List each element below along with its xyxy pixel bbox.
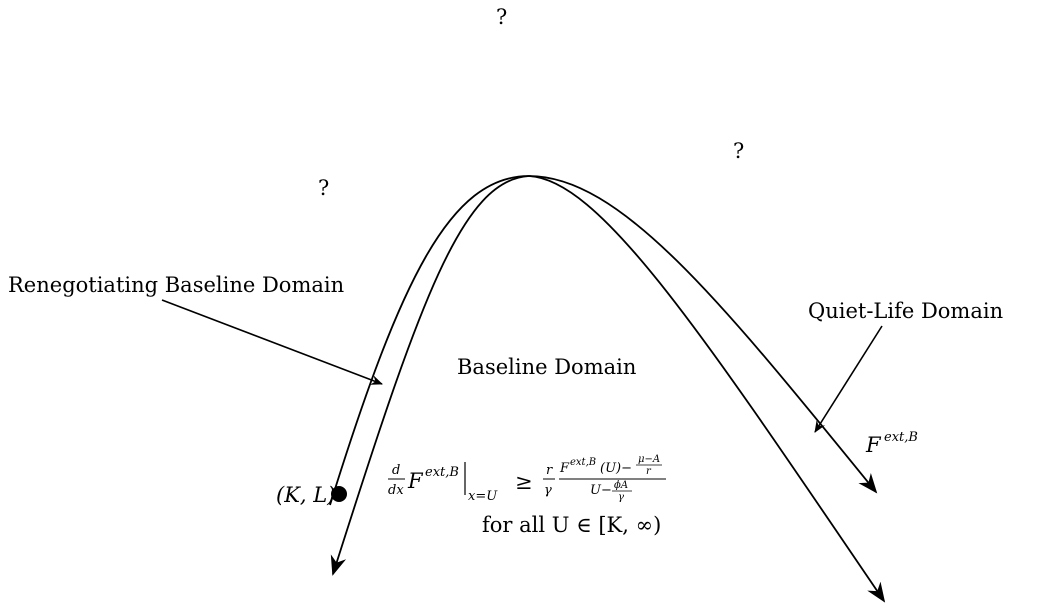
condition-formula: d dx F ext,B x=U ≥ r γ F ext,B (U)− μ−A … [388,454,666,504]
formula-den: U− [590,483,612,498]
formula-dx: dx [388,483,404,498]
quiet-life-domain-label: Quiet-Life Domain [808,299,1003,323]
outer-curve-left-branch [329,175,530,506]
baseline-domain-label: Baseline Domain [457,355,636,379]
question-mark-right: ? [733,139,744,163]
formula-num-rest: (U)− [600,461,632,476]
point-k-l-label: (K, L) [276,483,335,507]
renegotiating-pointer [161,299,383,385]
curve-name-superscript: ext,B [884,430,918,445]
point-k-l-marker [331,486,347,502]
formula-geq: ≥ [515,470,533,494]
curve-name-base: F [865,433,882,457]
formula-d: d [392,463,400,478]
curve-left-arrow-branch [330,175,530,576]
formula-mu-a: μ−A [638,454,660,465]
formula-den-gamma: γ [618,492,624,503]
formula-eval-sub: x=U [468,489,498,504]
formula-F-sup: ext,B [425,465,459,480]
formula-num-F: F [559,461,570,476]
formula-num-r: r [646,466,652,477]
question-mark-top: ? [496,5,507,29]
formula-num-sup: ext,B [570,457,596,468]
curve-right-upper-branch [528,175,878,494]
quiet-life-pointer [814,325,883,433]
question-mark-left: ? [318,176,329,200]
condition-line-2: for all U ∈ [K, ∞) [482,513,661,537]
formula-r: r [546,463,553,478]
formula-F: F [407,469,424,493]
renegotiating-domain-label: Renegotiating Baseline Domain [8,273,344,297]
curve-name-label: F ext,B [865,430,918,457]
formula-gamma: γ [544,483,552,498]
formula-phi-a: ϕA [614,480,628,491]
curve-right-lower-branch [528,175,886,603]
